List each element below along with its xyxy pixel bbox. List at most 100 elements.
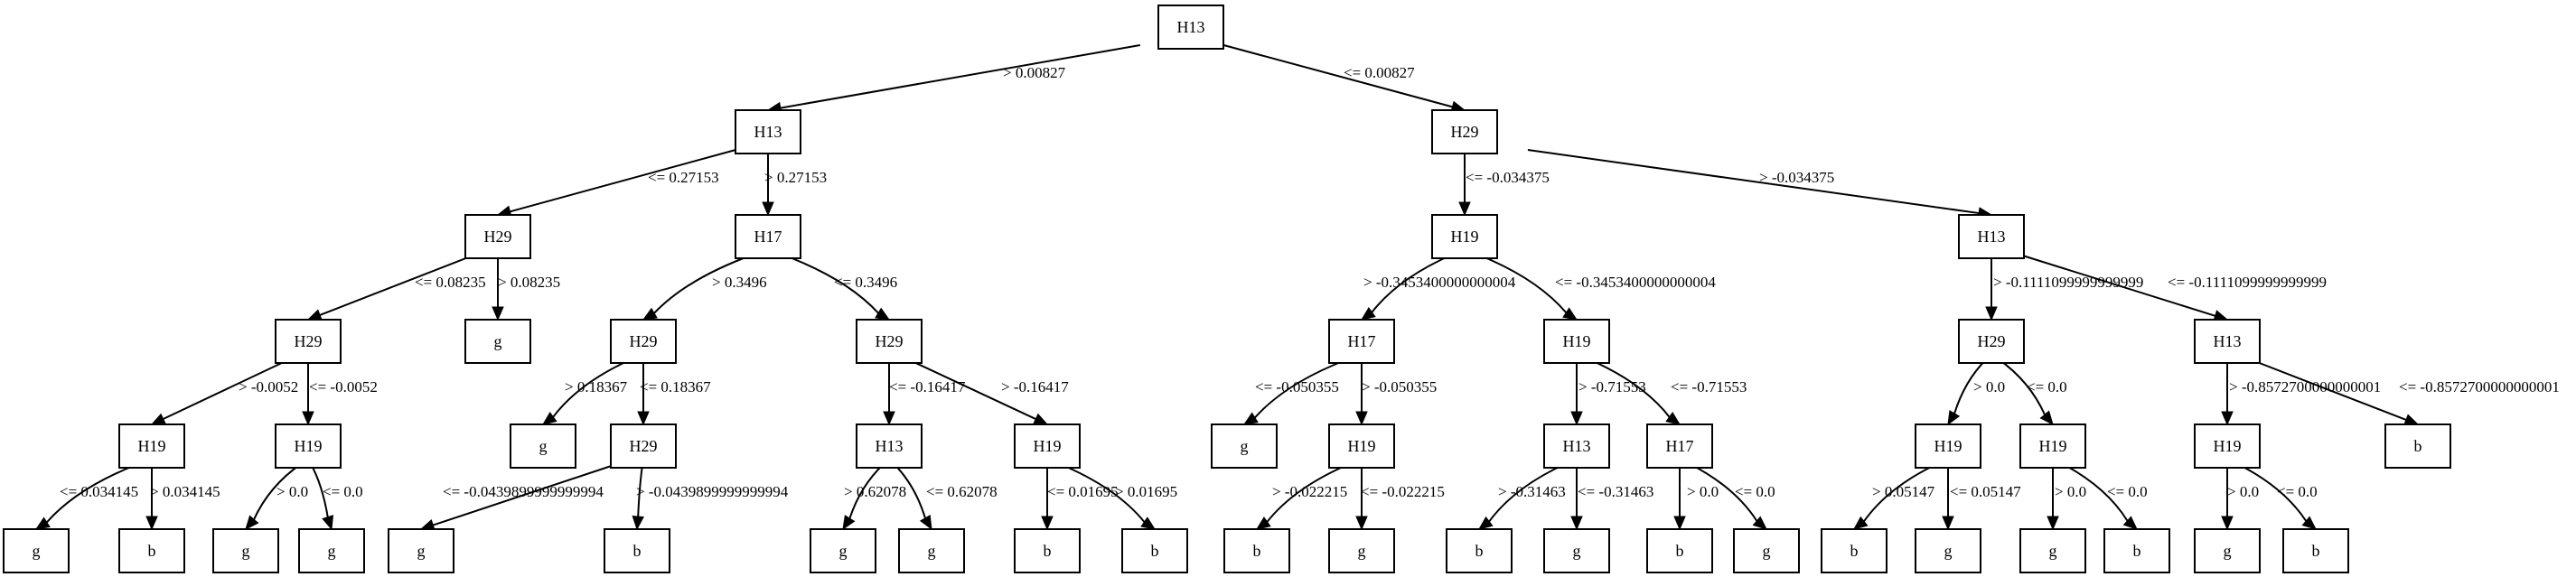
tree-node: g (212, 528, 279, 573)
node-label: b (1044, 542, 1052, 560)
node-box (1915, 423, 1981, 469)
edge-arrowhead (492, 306, 504, 321)
node-label: H29 (295, 332, 323, 350)
node-label: H19 (1034, 437, 1062, 455)
tree-edge: <= -0.71553 (1588, 358, 1747, 425)
edge-label: <= -0.022215 (1361, 483, 1445, 500)
node-label: g (839, 542, 848, 560)
edge-label: <= 0.18367 (640, 378, 711, 396)
node-box (1543, 423, 1610, 469)
edge-label: <= 0.0 (2027, 378, 2067, 396)
node-label: g (494, 332, 502, 350)
edge-line (1527, 149, 1980, 215)
node-box (1915, 528, 1981, 573)
edge-line (1863, 463, 1937, 522)
edge-line (552, 358, 632, 418)
tree-node: H19 (1328, 423, 1395, 469)
node-label: H19 (138, 437, 166, 455)
edge-label: > -0.71553 (1578, 378, 1646, 396)
tree-node: H19 (1014, 423, 1081, 469)
edge-label: > 0.0 (276, 483, 308, 500)
edge-label: > 0.3496 (712, 274, 767, 291)
node-label: b (1151, 542, 1159, 560)
node-label: g (1573, 542, 1581, 560)
node-box (1446, 528, 1513, 573)
tree-edge: <= 0.18367 (637, 359, 711, 426)
tree-node: b (1446, 528, 1513, 573)
tree-node: b (2384, 423, 2451, 469)
node-box (464, 214, 531, 259)
node-label: g (1944, 542, 1953, 560)
edge-arrowhead (1570, 411, 1583, 426)
edge-label: <= -0.1111099999999999 (2168, 274, 2327, 291)
tree-edge: > 0.0 (2221, 463, 2259, 531)
node-box (1328, 528, 1395, 573)
edge-label: > 0.00827 (1003, 64, 1066, 81)
edge-label: <= -0.3453400000000004 (1555, 274, 1716, 291)
node-label: H17 (1348, 332, 1376, 350)
tree-node: H19 (118, 423, 185, 469)
edge-label: > -0.3453400000000004 (1363, 274, 1516, 291)
node-box (298, 528, 365, 573)
node-label: g (539, 437, 548, 455)
tree-node: H29 (610, 423, 677, 469)
node-label: g (2049, 542, 2057, 560)
edge-arrowhead (1355, 516, 1368, 531)
edge-label: <= 0.0 (1735, 483, 1775, 500)
node-box (610, 423, 677, 469)
edge-line (1588, 358, 1671, 418)
node-label: H13 (1563, 437, 1591, 455)
edge-line (1223, 44, 1453, 108)
node-label: H19 (295, 437, 323, 455)
tree-edge: > 0.0 (1673, 464, 1719, 531)
tree-node: H29 (856, 319, 923, 364)
edge-line (253, 463, 302, 520)
edge-arrowhead (1033, 413, 1049, 425)
tree-edge: > -0.8572700000000001 (2221, 358, 2381, 426)
node-box (212, 528, 279, 573)
edge-label: <= 0.0 (2107, 483, 2148, 500)
node-box (735, 109, 801, 154)
tree-node: g (3, 528, 70, 573)
node-label: H13 (1978, 228, 2006, 246)
tree-node: g (1915, 528, 1981, 573)
edge-line (1266, 463, 1350, 523)
node-label: H29 (630, 437, 658, 455)
node-label: H19 (2214, 437, 2242, 455)
tree-node: H13 (1157, 5, 1224, 50)
node-box (1821, 528, 1888, 573)
tree-edge: > -0.0439899999999994 (632, 463, 789, 531)
edge-arrowhead (2221, 516, 2234, 531)
edge-label: > 0.0 (2227, 483, 2259, 500)
edge-arrowhead (642, 307, 658, 321)
node-label: g (928, 542, 936, 560)
node-box (1431, 109, 1498, 154)
edge-label: <= -0.0439899999999994 (443, 483, 604, 500)
tree-node: b (118, 528, 185, 573)
node-box (1014, 528, 1081, 573)
tree-node: b (1821, 528, 1888, 573)
edge-arrowhead (2039, 410, 2054, 425)
edge-label: <= 0.27153 (648, 169, 719, 186)
tree-node: g (1211, 423, 1278, 469)
tree-edge: <= 0.3496 (782, 254, 897, 321)
node-label: b (1676, 542, 1684, 560)
edge-label: > 0.01695 (1115, 483, 1177, 500)
node-box (610, 319, 677, 364)
node-label: H19 (1348, 437, 1376, 455)
tree-edge: > 0.18367 (541, 358, 632, 425)
edge-label: > 0.27153 (764, 169, 827, 186)
tree-node: H29 (610, 319, 677, 364)
tree-edge: <= 0.0 (310, 463, 363, 531)
tree-edge: <= 0.05147 (1942, 463, 2021, 531)
tree-node: g (2194, 528, 2261, 573)
tree-node: g (898, 528, 965, 573)
edge-label: > 0.0 (2055, 483, 2086, 500)
node-box (810, 528, 876, 573)
tree-node: H29 (464, 214, 531, 259)
edge-line (780, 44, 1141, 109)
edge-label: > 0.0 (1973, 378, 2005, 396)
edge-line (510, 149, 736, 213)
